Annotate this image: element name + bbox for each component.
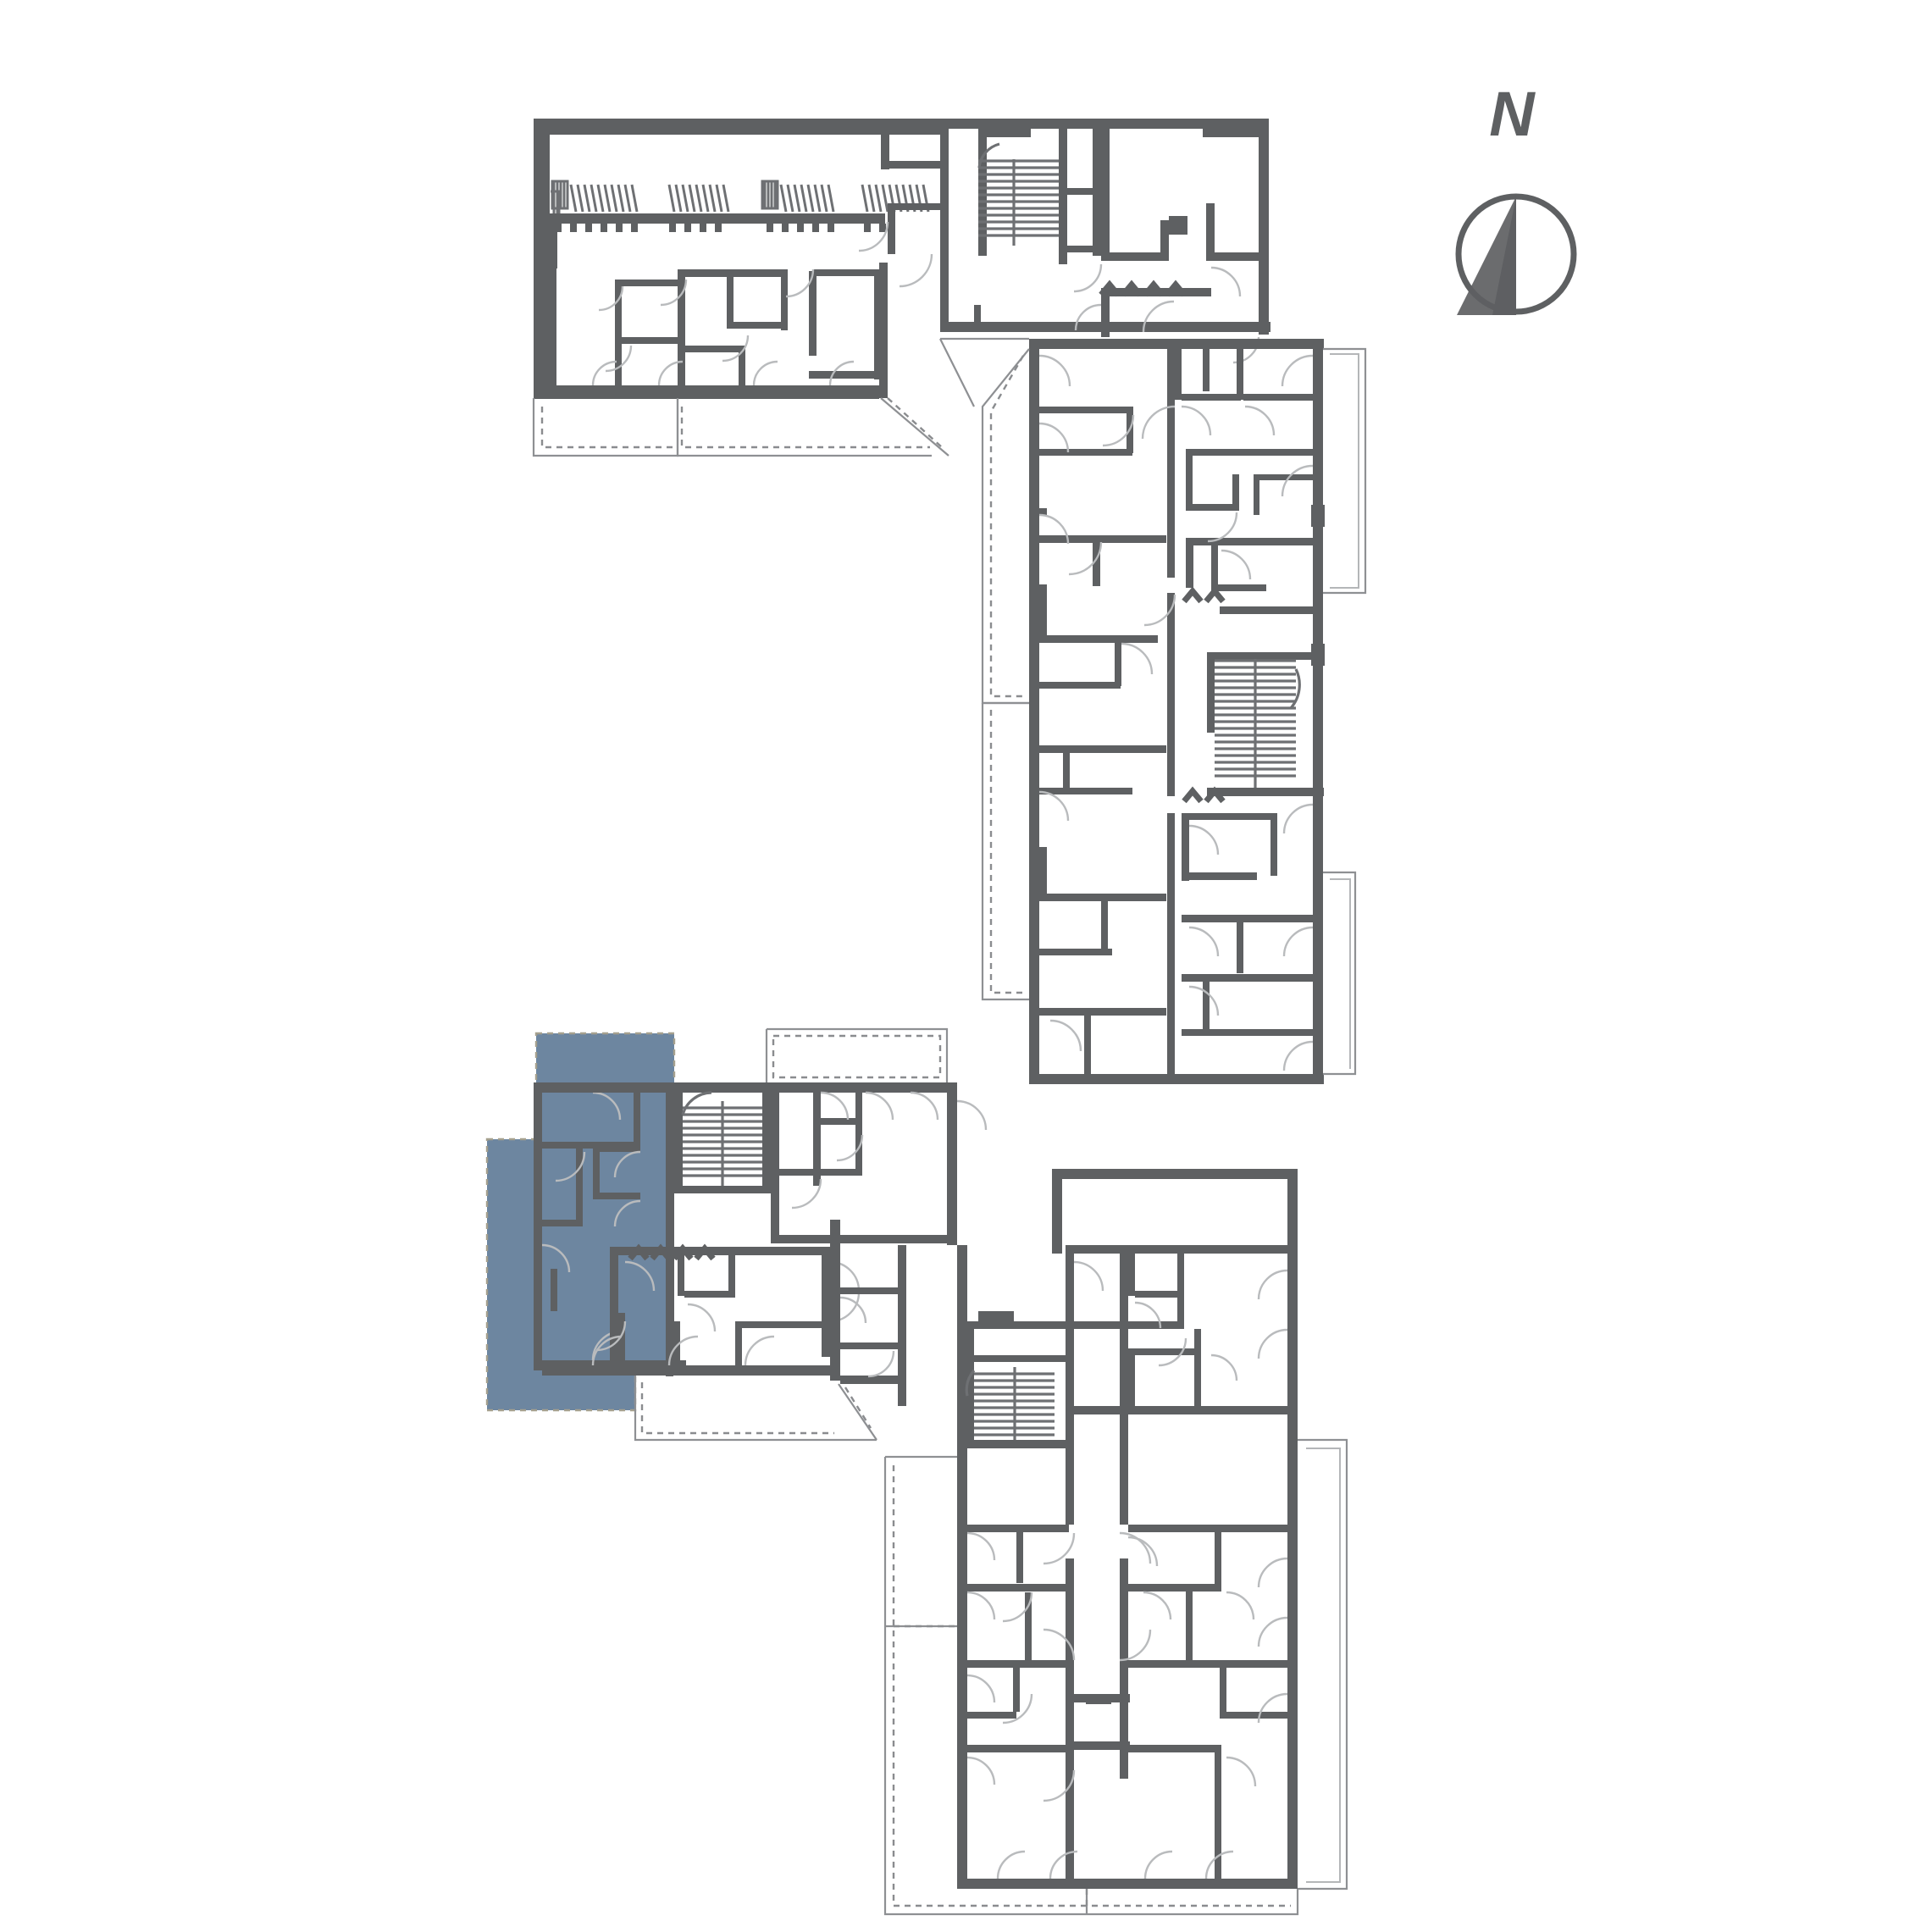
spine-west-balconies <box>981 348 1030 1001</box>
mw-east-lower <box>830 1220 906 1406</box>
se-corridor-doors <box>1043 1531 1152 1802</box>
spine-east-apartments <box>1175 349 1324 1036</box>
se-lower-right <box>1128 1525 1298 1879</box>
spine-west-apartments <box>1039 407 1166 1075</box>
mw-east-doors <box>791 1091 988 1210</box>
nw-windows <box>593 385 867 399</box>
stair-core-central <box>1215 659 1301 788</box>
ne-fixtures <box>1099 280 1187 297</box>
north-label: N <box>1489 79 1536 149</box>
nw-terrace-2-dash <box>680 407 930 449</box>
stair-core-north <box>977 142 1059 246</box>
se-lower-left-doors <box>966 1531 1033 1785</box>
mw-east-terrace <box>767 1027 949 1082</box>
nw-terrace-diagonal-dash <box>887 397 943 448</box>
north-east-block <box>940 119 1270 364</box>
selected-unit-doors <box>541 1091 641 1361</box>
spine-west-windows <box>1029 396 1039 977</box>
selected-unit-terrace <box>536 1033 674 1089</box>
se-lower-left <box>957 1525 1069 1799</box>
spine-nw-terrace <box>939 337 1029 407</box>
bike-rack-teeth <box>555 224 886 232</box>
stair-core-south-east <box>965 1367 1055 1440</box>
nw-door-arcs <box>591 221 933 386</box>
bike-rack-group <box>551 180 930 224</box>
se-upper-right-doors <box>1073 1260 1288 1381</box>
nw-terrace-1-dash <box>540 407 673 449</box>
mw-east-apartment <box>771 1082 957 1245</box>
stair-core-middle-west <box>681 1091 762 1186</box>
mw-lower-apartments <box>542 1243 837 1376</box>
south-east-wing <box>883 1169 1348 1916</box>
spine-door-arcs <box>1038 354 1314 1071</box>
mw-terrace-diagonal <box>838 1383 877 1441</box>
selected-unit-partitions <box>534 1093 674 1370</box>
se-balconies <box>883 1438 1348 1916</box>
nw-terrace-2 <box>676 398 932 457</box>
nw-apartment-partitions <box>549 119 943 398</box>
north-west-wing <box>532 119 949 457</box>
spine-fixtures <box>1182 586 1226 804</box>
middle-west-wing <box>485 1027 988 1442</box>
north-arrow: N <box>1455 79 1577 315</box>
nw-terrace-diagonal <box>880 397 949 457</box>
se-upper-right <box>1074 1245 1298 1414</box>
spine-east-windows <box>1311 390 1325 993</box>
spine-east-balcony-2 <box>1323 871 1357 1076</box>
spine-east-balcony <box>1323 347 1367 595</box>
se-lower-right-doors <box>1127 1536 1288 1787</box>
se-bottom-windows <box>998 1879 1242 1889</box>
mw-terrace-lower <box>634 1376 839 1442</box>
central-spine <box>939 337 1367 1084</box>
mw-terraces <box>634 1376 877 1442</box>
